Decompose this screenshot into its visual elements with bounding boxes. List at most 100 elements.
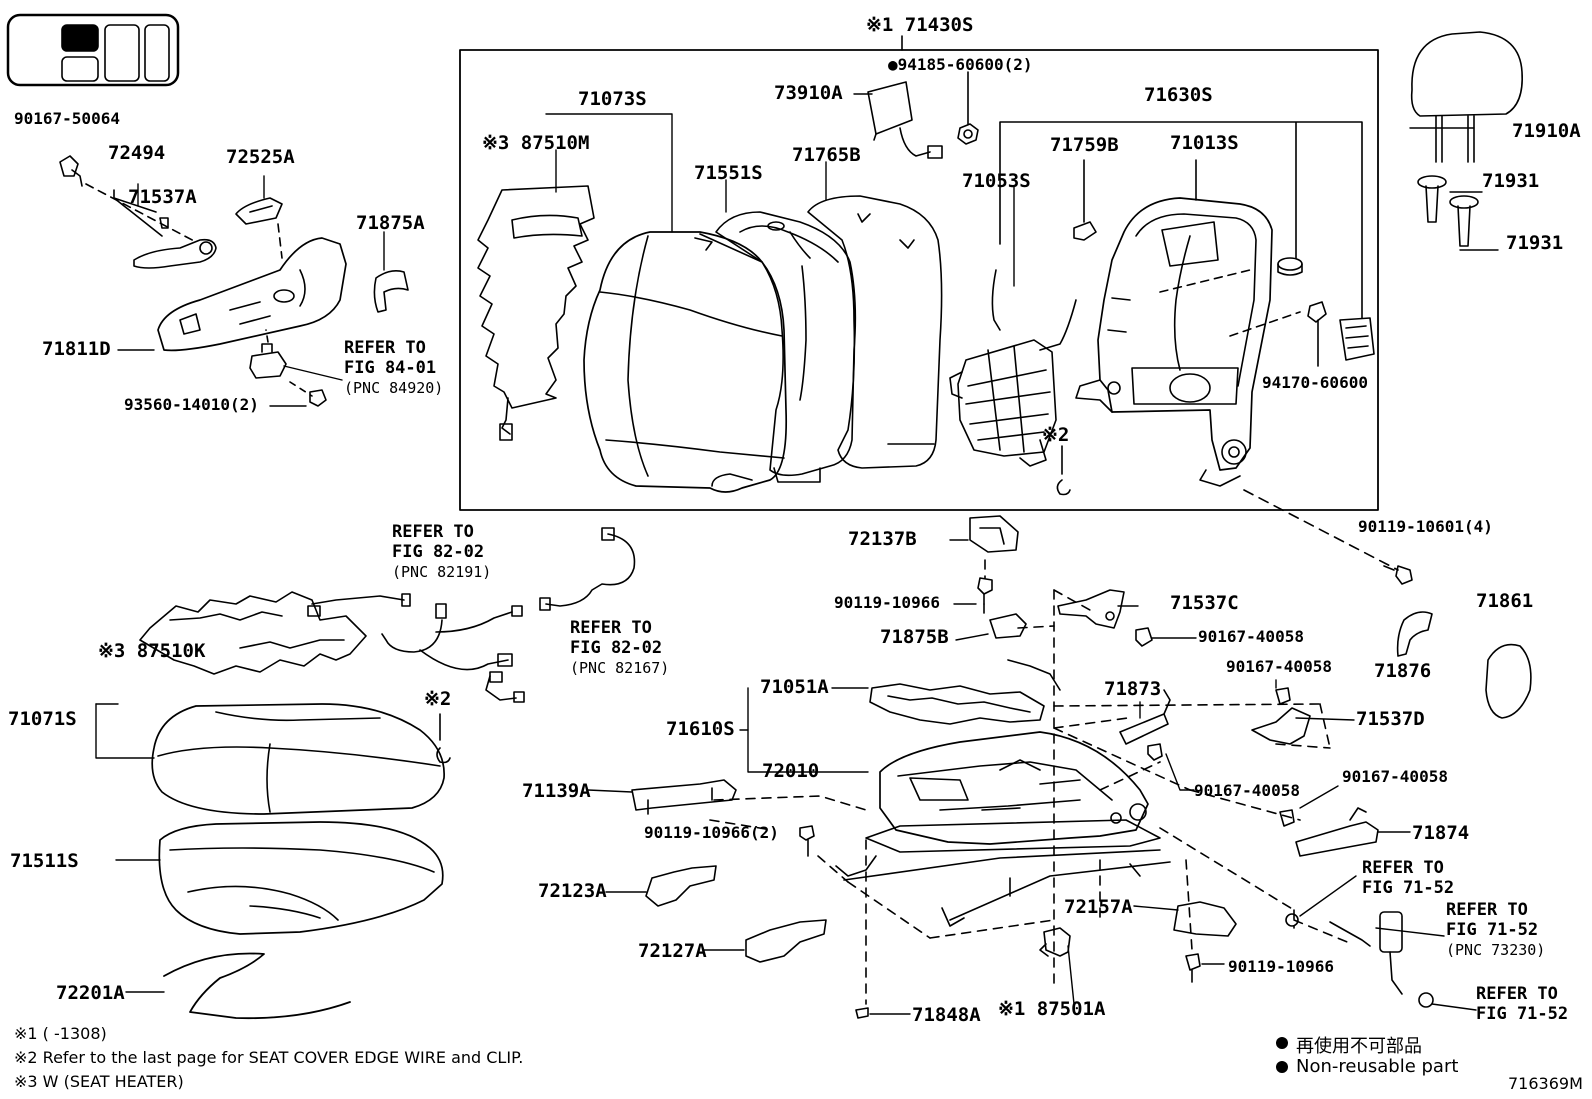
harness-82167 (539, 527, 636, 611)
label-90167-40058-b: 90167-40058 (1226, 657, 1332, 676)
cover-71537D (1251, 707, 1311, 745)
cover-71537C (1057, 589, 1125, 629)
label-71848A: 71848A (912, 1004, 981, 1026)
spring-71051A (869, 659, 1061, 725)
label-71875A: 71875A (356, 212, 425, 234)
label-71013S: 71013S (1170, 132, 1239, 154)
bolt-90119-10966-2 (799, 825, 815, 857)
label-71537C: 71537C (1170, 592, 1239, 614)
screw-90167-50064 (59, 155, 83, 187)
refer-84-01-pnc: (PNC 84920) (344, 379, 444, 397)
seat-frame-72010 (879, 731, 1149, 845)
refer-71-52-c-line2: FIG 71-52 (1476, 1004, 1569, 1024)
cover-71876 (1396, 611, 1433, 657)
cover-71875A (373, 270, 409, 313)
label-72127A: 72127A (638, 940, 707, 962)
label-71551S: 71551S (694, 162, 763, 184)
refer-84-01-line1: REFER TO (344, 338, 426, 358)
seat-cover-71071S (151, 703, 445, 815)
label-71861: 71861 (1476, 590, 1534, 612)
sensor-73910A (867, 81, 943, 159)
label-star2-back: ※2 (1042, 424, 1070, 446)
label-87501A: ※1 87501A (998, 998, 1106, 1020)
headrest-guide-71931-lower (1449, 195, 1479, 247)
refer-82-02-a: REFER TO FIG 82-02 (PNC 82191) (392, 522, 491, 582)
screw-71-52 (1418, 992, 1434, 1008)
label-90167-40058-c: 90167-40058 (1194, 781, 1300, 800)
label-71430S: ※1 71430S (866, 14, 974, 36)
label-72157A: 72157A (1064, 896, 1133, 918)
refer-82-02-b-line2: FIG 82-02 (570, 638, 663, 658)
seatback-assembly-box (459, 49, 1379, 511)
clip-71759B (1073, 159, 1097, 241)
label-90119-10601: 90119-10601(4) (1358, 517, 1493, 536)
headrest-71910A (1410, 31, 1523, 163)
label-72201A: 72201A (56, 982, 125, 1004)
refer-82-02-a-line2: FIG 82-02 (392, 542, 485, 562)
label-90119-10966-top: 90119-10966 (834, 593, 940, 612)
cushion-heater-87510K (139, 591, 411, 675)
label-72123A: 72123A (538, 880, 607, 902)
footnote-2: ※2 Refer to the last page for SEAT COVER… (14, 1048, 524, 1067)
label-71537A: 71537A (128, 186, 197, 208)
label-star2-seat: ※2 (424, 688, 452, 710)
label-71610S: 71610S (666, 718, 735, 740)
nut-94170 (1307, 301, 1327, 367)
refer-82-02-a-line1: REFER TO (392, 522, 474, 542)
label-71051A: 71051A (760, 676, 829, 698)
screw-93560 (309, 389, 327, 407)
nut-94185 (957, 71, 979, 145)
label-90167-50064: 90167-50064 (14, 109, 120, 128)
label-87510K-star: ※3 87510K (98, 640, 205, 662)
refer-71-52-c-line1: REFER TO (1476, 984, 1558, 1004)
dashed-lines (709, 559, 1353, 1005)
wire-72201A (163, 952, 351, 1020)
knob-71861 (1485, 643, 1532, 719)
link-71873 (1119, 689, 1171, 745)
legend-dot-2 (1276, 1061, 1288, 1073)
clip-71-52 (1285, 913, 1299, 927)
seatback-pad-71765B (807, 195, 943, 469)
leader-lines (95, 93, 1499, 1015)
seatback-pad-71551S (715, 211, 857, 483)
label-71811D: 71811D (42, 338, 111, 360)
refer-82-02-a-pnc: (PNC 82191) (392, 563, 492, 581)
label-90167-40058-d: 90167-40058 (1342, 767, 1448, 786)
legend-dot-1 (1276, 1037, 1288, 1049)
refer-84-01-line2: FIG 84-01 (344, 358, 437, 378)
seatback-cover-71073S (583, 231, 788, 493)
link-71874 (1295, 807, 1379, 857)
label-72525A: 72525A (226, 146, 295, 168)
bolt-90119-10966-c (1185, 953, 1201, 983)
label-71873: 71873 (1104, 678, 1162, 700)
refer-84-01: REFER TO FIG 84-01 (PNC 84920) (344, 338, 443, 398)
label-71931-upper: 71931 (1482, 170, 1540, 192)
figure-id: 716369M (1508, 1074, 1583, 1093)
harness-82191 (381, 603, 525, 703)
refer-82-02-b-line1: REFER TO (570, 618, 652, 638)
seat-rail-71610S (835, 819, 1171, 927)
label-71071S: 71071S (8, 708, 77, 730)
seat-position-icon (6, 13, 180, 87)
cover-72127A (745, 919, 827, 963)
refer-71-52-a: REFER TO FIG 71-52 (1362, 858, 1454, 898)
connector-71630S (1339, 317, 1375, 361)
screw-90167-40058-c (1147, 743, 1163, 761)
screw-90167-40058-a (1135, 627, 1153, 647)
sensor-87501A (1039, 927, 1071, 957)
label-71630S: 71630S (1144, 84, 1213, 106)
refer-82-02-b-pnc: (PNC 82167) (570, 659, 670, 677)
clip-star2-back (1056, 445, 1071, 496)
bolt-90119-10966-top (977, 577, 993, 605)
label-71876: 71876 (1374, 660, 1432, 682)
refer-82-02-b: REFER TO FIG 82-02 (PNC 82167) (570, 618, 669, 678)
lumbar-support-71053S (949, 269, 1077, 467)
leader-72494 (113, 189, 163, 237)
label-87510K: ※3 87510K (98, 640, 206, 662)
leader-71630S (999, 121, 1363, 319)
label-71765B: 71765B (792, 144, 861, 166)
seatback-heater-87510M (477, 185, 595, 441)
label-94185-60600: ●94185-60600(2) (888, 55, 1033, 74)
cover-72137B (969, 515, 1019, 553)
